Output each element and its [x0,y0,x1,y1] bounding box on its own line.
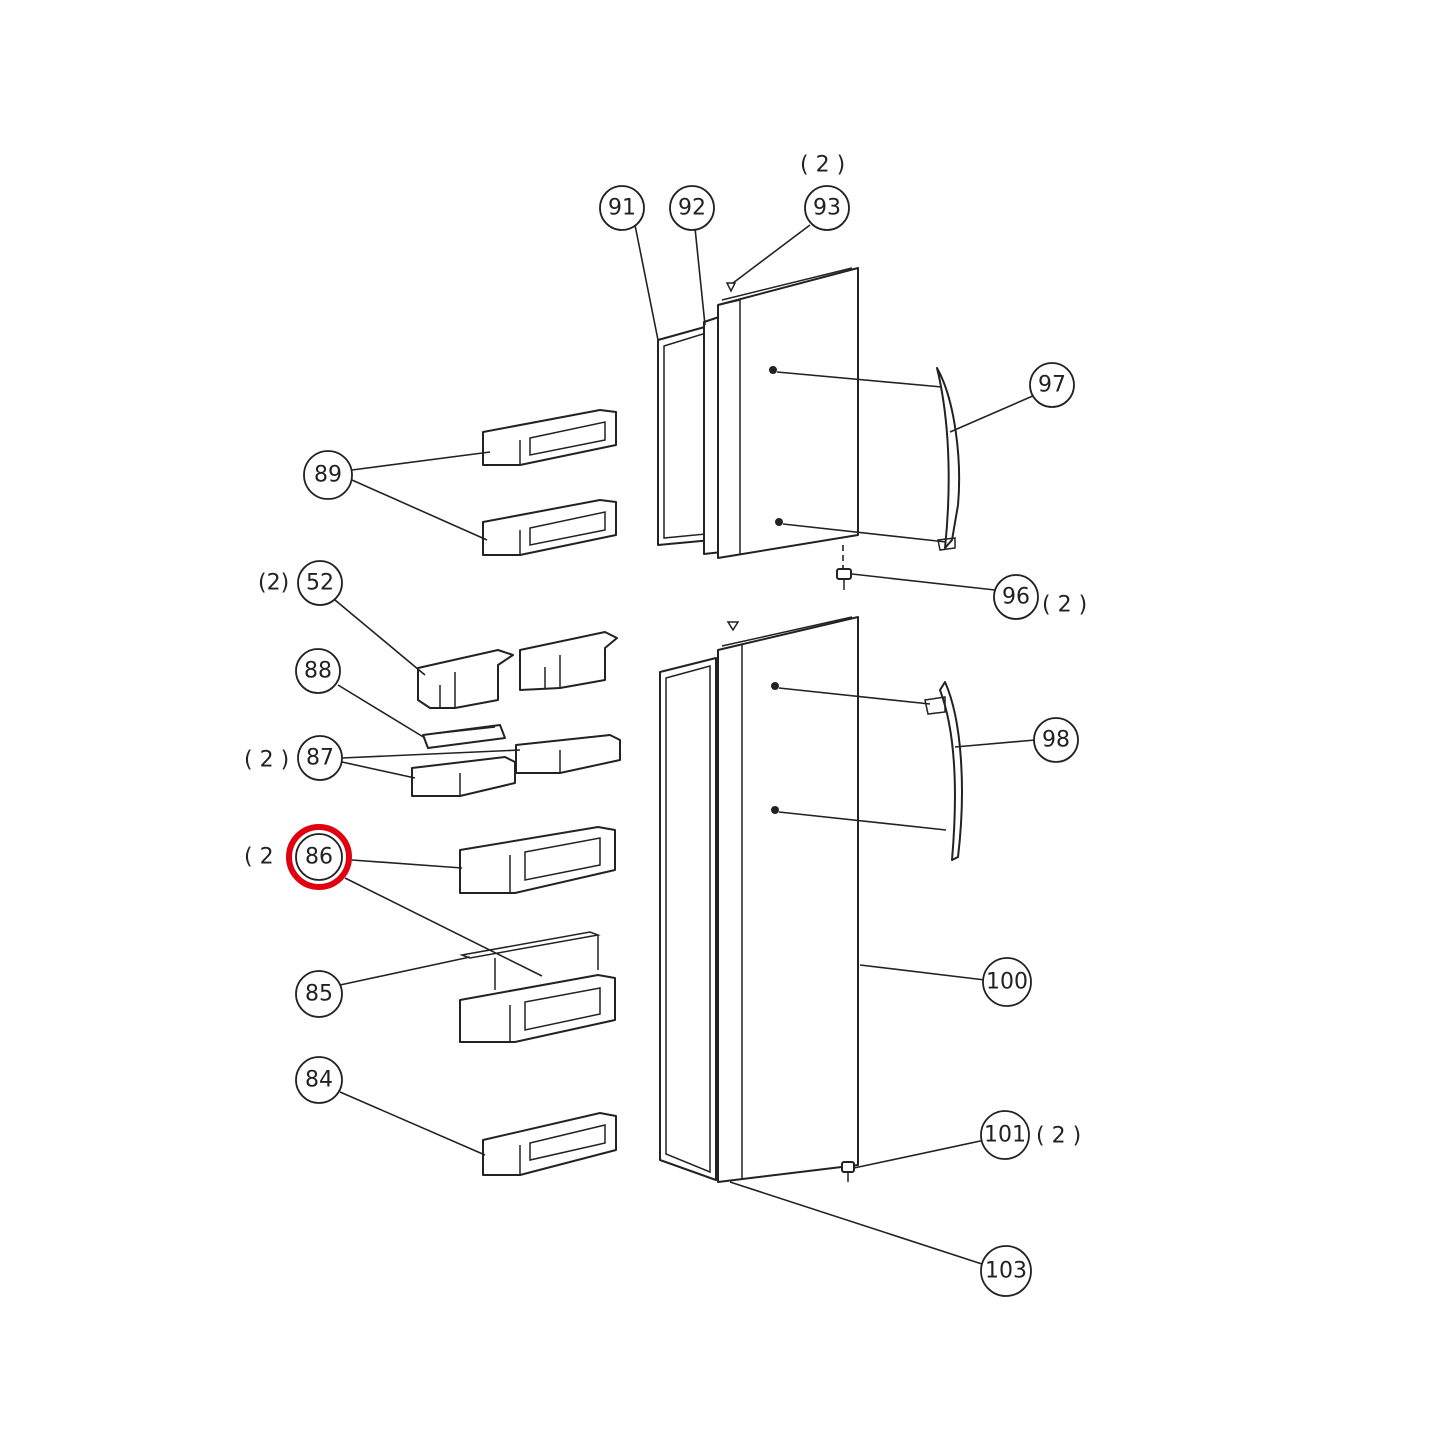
callout-101: 101 [980,1110,1030,1160]
callout-87: 87 [297,735,343,781]
callout-89: 89 [303,450,353,500]
callout-98: 98 [1033,717,1079,763]
callout-97: 97 [1029,362,1075,408]
quantity-52: (2) [258,571,289,596]
callout-101-label: 101 [984,1123,1026,1148]
callout-86-label: 86 [305,845,333,870]
lower-door-gasket [659,657,717,1181]
hinge-pin-96 [836,568,852,590]
quantity-93: ( 2 ) [800,153,845,178]
callout-97-label: 97 [1038,373,1066,398]
callout-52: 52 [297,560,343,606]
callout-92: 92 [669,185,715,231]
callout-52-label: 52 [306,571,334,596]
leader-lines [334,224,1036,1266]
top-screw-lower-door [726,621,740,632]
callout-93: 93 [804,185,850,231]
quantity-101: ( 2 ) [1036,1124,1081,1149]
lower-door-panel-100 [717,616,859,1183]
callout-85: 85 [295,970,343,1018]
door-bin-87-right [515,734,621,774]
door-bin-87-left [411,756,516,797]
callout-86: 86 [295,833,343,881]
door-bin-85 [459,931,616,1043]
quantity-96: ( 2 ) [1042,593,1087,618]
door-bin-86 [459,826,616,894]
bin-cover-52-right [519,631,618,691]
callout-87-label: 87 [306,746,334,771]
callout-92-label: 92 [678,196,706,221]
callout-89-label: 89 [314,463,342,488]
egg-tray-88 [422,724,506,749]
callout-91-label: 91 [608,196,636,221]
upper-door-panel [717,267,859,559]
callout-100-label: 100 [986,970,1028,995]
hinge-bushing-101 [841,1161,855,1182]
callout-85-label: 85 [305,982,333,1007]
highlight-ring-86 [286,824,352,890]
callout-103-label: 103 [985,1259,1027,1284]
callout-84: 84 [295,1056,343,1104]
callout-84-label: 84 [305,1068,333,1093]
callout-88: 88 [295,648,341,694]
callout-91: 91 [599,185,645,231]
quantity-87: ( 2 ) [244,748,289,773]
callout-88-label: 88 [304,659,332,684]
door-bin-89-lower [482,499,617,556]
callout-96: 96 [993,574,1039,620]
door-bin-84 [482,1112,617,1176]
bin-cover-52-left [417,649,514,709]
callout-103: 103 [980,1245,1032,1297]
callout-98-label: 98 [1042,728,1070,753]
upper-door-handle-97 [936,367,961,551]
callout-100: 100 [982,957,1032,1007]
door-bin-89-upper [482,409,617,466]
screw-93 [725,282,737,293]
callout-93-label: 93 [813,196,841,221]
quantity-86: ( 2 [244,845,274,870]
lower-door-handle-98 [924,681,963,861]
callout-96-label: 96 [1002,585,1030,610]
